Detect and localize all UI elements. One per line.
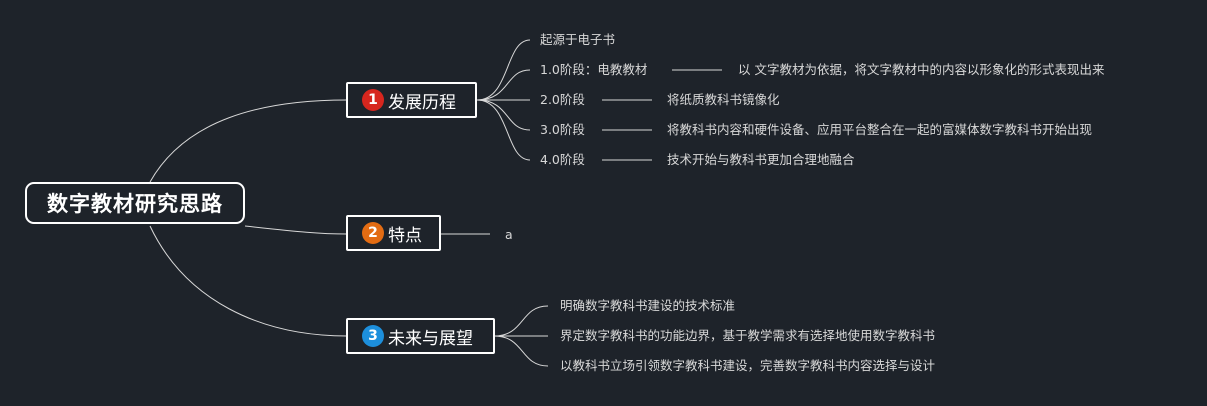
leaf-stage-3[interactable]: 3.0阶段	[540, 122, 585, 137]
branch-development-history[interactable]: 1 发展历程	[346, 82, 477, 118]
branch-label: 发展历程	[388, 92, 456, 113]
number-badge: 1	[362, 89, 384, 111]
leaf-stage-2[interactable]: 2.0阶段	[540, 92, 585, 107]
leaf-origin[interactable]: 起源于电子书	[540, 32, 616, 47]
leaf-future-1[interactable]: 明确数字教科书建设的技术标准	[560, 298, 736, 313]
leaf-stage-3-detail[interactable]: 将教科书内容和硬件设备、应用平台整合在一起的富媒体数字教科书开始出现	[667, 122, 1093, 137]
leaf-future-2[interactable]: 界定数字教科书的功能边界，基于教学需求有选择地使用数字教科书	[560, 328, 936, 343]
branch-features[interactable]: 2 特点	[346, 215, 441, 251]
number-badge: 3	[362, 325, 384, 347]
leaf-future-3[interactable]: 以教科书立场引领数字教科书建设，完善数字教科书内容选择与设计	[560, 358, 936, 373]
root-label: 数字教材研究思路	[47, 192, 223, 216]
leaf-stage-1-detail[interactable]: 以 文字教材为依据，将文字教材中的内容以形象化的形式表现出来	[738, 62, 1105, 77]
branch-label: 特点	[388, 225, 422, 246]
leaf-stage-4-detail[interactable]: 技术开始与教科书更加合理地融合	[667, 152, 855, 167]
branch-label: 未来与展望	[388, 328, 473, 349]
leaf-feature-a[interactable]: a	[505, 227, 513, 242]
root-node[interactable]: 数字教材研究思路	[25, 182, 245, 224]
branch-future-outlook[interactable]: 3 未来与展望	[346, 318, 495, 354]
leaf-stage-4[interactable]: 4.0阶段	[540, 152, 585, 167]
number-badge: 2	[362, 222, 384, 244]
leaf-stage-2-detail[interactable]: 将纸质教科书镜像化	[667, 92, 780, 107]
leaf-stage-1[interactable]: 1.0阶段：电教教材	[540, 62, 648, 77]
